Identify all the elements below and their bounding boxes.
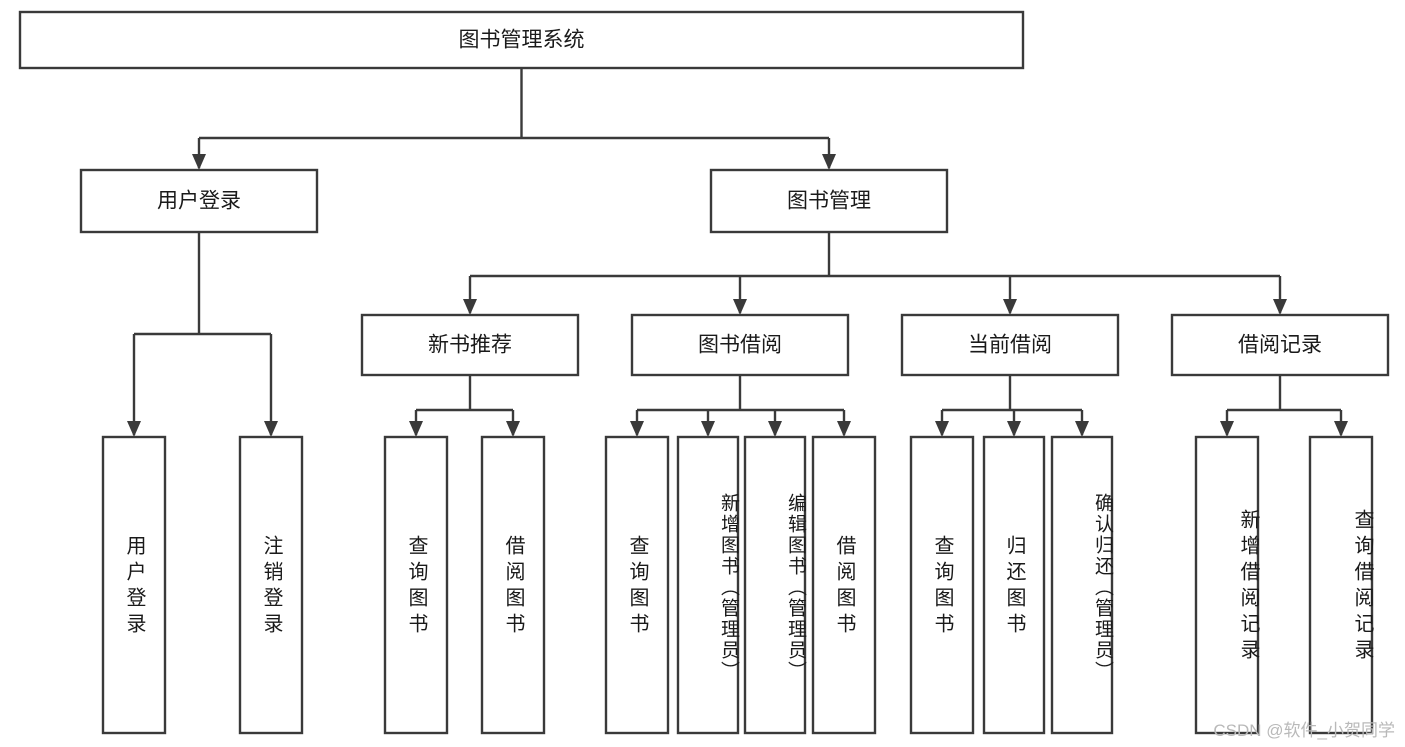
node-level2-1[interactable] [709,168,949,234]
node-leaf-0[interactable] [101,435,167,735]
arrow-head-icon [1003,299,1017,315]
node-level3-0[interactable] [360,313,580,377]
node-leaf-11[interactable] [1194,435,1260,735]
arrow-head-icon [701,421,715,437]
arrow-head-icon [822,154,836,170]
node-leaf-7[interactable] [811,435,877,735]
node-level3-label-2: 当前借阅 [968,334,1052,357]
node-leaf-5[interactable] [676,435,740,735]
node-leaf-2[interactable] [383,435,449,735]
node-leaf-8[interactable] [909,435,975,735]
node-leaf-1[interactable] [238,435,304,735]
arrow-head-icon [264,421,278,437]
node-leaf-12[interactable] [1308,435,1374,735]
arrow-head-icon [1220,421,1234,437]
arrow-head-icon [837,421,851,437]
arrow-head-icon [768,421,782,437]
arrow-head-icon [733,299,747,315]
arrow-head-icon [1334,421,1348,437]
node-level3-1[interactable] [630,313,850,377]
arrow-head-icon [1007,421,1021,437]
arrow-head-icon [409,421,423,437]
watermark-text: CSDN @软件_小贺同学 [1213,721,1395,740]
node-leaf-3[interactable] [480,435,546,735]
node-level3-label-3: 借阅记录 [1238,334,1322,357]
node-level3-label-1: 图书借阅 [698,334,782,357]
connector-layer [127,68,1348,437]
node-leaf-6[interactable] [743,435,807,735]
arrow-head-icon [192,154,206,170]
node-leaf-4[interactable] [604,435,670,735]
arrow-head-icon [506,421,520,437]
arrow-head-icon [1075,421,1089,437]
arrow-head-icon [463,299,477,315]
node-level3-label-0: 新书推荐 [428,334,512,357]
arrow-head-icon [1273,299,1287,315]
node-root-图书管理系统[interactable] [18,10,1025,70]
node-level2-0[interactable] [79,168,319,234]
node-level2-label-0: 用户登录 [157,190,241,213]
node-leaf-10[interactable] [1050,435,1114,735]
node-root-label: 图书管理系统 [459,29,585,52]
node-level3-3[interactable] [1170,313,1390,377]
node-level2-label-1: 图书管理 [787,190,871,213]
node-level3-2[interactable] [900,313,1120,377]
box-layer [18,10,1390,735]
arrow-head-icon [935,421,949,437]
node-leaf-9[interactable] [982,435,1046,735]
arrow-head-icon [630,421,644,437]
arrow-head-icon [127,421,141,437]
